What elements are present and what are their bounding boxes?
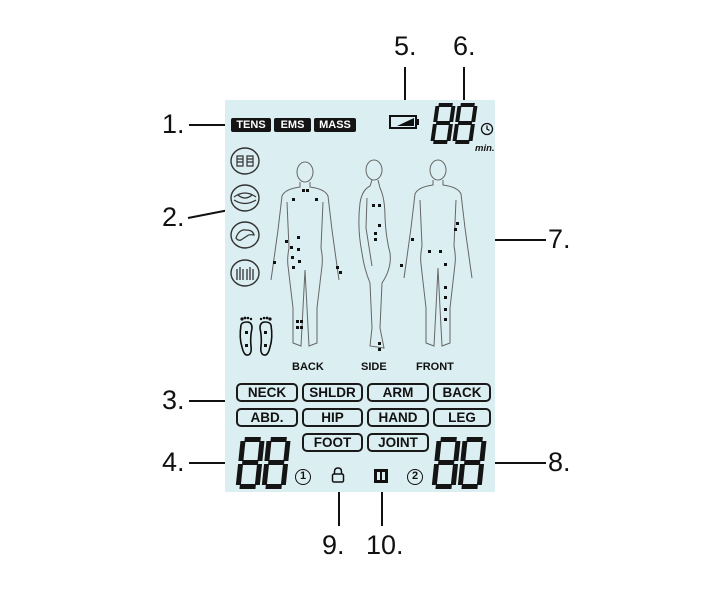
leader-line-9 <box>338 490 340 526</box>
leader-line-4 <box>189 462 233 464</box>
body-part-joint: JOINT <box>367 433 429 452</box>
callout-3: 3. <box>162 385 185 415</box>
body-part-abd: ABD. <box>236 408 298 427</box>
channel-1-indicator: 1 <box>295 469 311 485</box>
timer-icon <box>480 122 494 136</box>
view-label-front: FRONT <box>416 361 454 373</box>
body-part-neck: NECK <box>236 383 298 402</box>
callout-6: 6. <box>453 31 476 61</box>
body-part-hand: HAND <box>367 408 429 427</box>
callout-4: 4. <box>162 447 185 477</box>
dual-channel-icon <box>374 469 388 483</box>
tapping-massage-icon <box>230 259 260 287</box>
timer-unit: min. <box>475 143 495 154</box>
lock-icon <box>331 467 345 483</box>
view-label-side: SIDE <box>361 361 387 373</box>
body-part-hip: HIP <box>302 408 363 427</box>
callout-2: 2. <box>162 202 185 232</box>
leader-line-3 <box>189 400 233 402</box>
callout-10: 10. <box>366 530 404 560</box>
channel-2-intensity-digits <box>431 437 487 489</box>
view-label-back: BACK <box>292 361 324 373</box>
channel-2-indicator: 2 <box>407 469 423 485</box>
channel-1-intensity-digits <box>235 437 291 489</box>
battery-icon <box>389 115 419 129</box>
body-part-leg: LEG <box>433 408 491 427</box>
mode-mass: MASS <box>314 118 356 132</box>
leader-line-8 <box>490 462 546 464</box>
pressing-massage-icon <box>230 184 260 212</box>
body-part-shldr: SHLDR <box>302 383 363 402</box>
kneading-massage-icon <box>230 147 260 175</box>
mode-tens: TENS <box>231 118 271 132</box>
callout-5: 5. <box>394 31 417 61</box>
callout-8: 8. <box>548 447 571 477</box>
leader-line-1 <box>189 124 231 126</box>
leader-line-10 <box>381 490 383 526</box>
body-front-figure <box>400 159 473 347</box>
mode-ems: EMS <box>274 118 311 132</box>
feet-icon <box>239 316 273 356</box>
leader-line-6 <box>463 67 465 100</box>
callout-7: 7. <box>548 224 571 254</box>
body-side-figure <box>358 159 391 351</box>
leader-line-7 <box>468 239 546 241</box>
body-part-back: BACK <box>433 383 491 402</box>
body-part-foot: FOOT <box>302 433 363 452</box>
callout-1: 1. <box>162 109 185 139</box>
timer-digits <box>430 103 478 144</box>
rubbing-massage-icon <box>230 221 260 249</box>
body-back-figure <box>270 161 342 347</box>
leader-line-5 <box>404 67 406 110</box>
callout-9: 9. <box>322 530 345 560</box>
body-part-arm: ARM <box>367 383 429 402</box>
